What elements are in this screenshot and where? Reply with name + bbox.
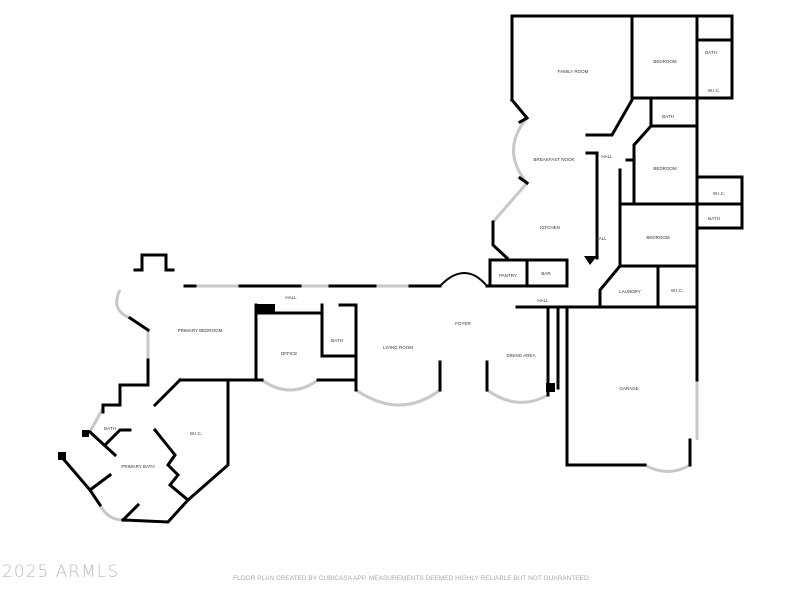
label-bedroom: BEDROOM: [646, 235, 670, 240]
label-dining-area: DINING AREA: [506, 353, 535, 358]
label-kitchen: KITCHEN: [540, 225, 560, 230]
wall-fireplace: [133, 253, 175, 272]
label-wic: W.I.C.: [190, 431, 202, 436]
label-family-room: FAMILY ROOM: [558, 69, 589, 74]
column: [58, 452, 66, 460]
stair-arrow-icon: [584, 256, 597, 265]
wall-bedroom-2: [618, 96, 744, 230]
label-primary-bedroom: PRIMARY BEDROOM: [178, 328, 223, 333]
wall-wic: [152, 377, 230, 502]
label-hall: HALL: [537, 298, 549, 303]
label-bedroom: BEDROOM: [653, 59, 677, 64]
label-breakfast-nook: BREAKFAST NOOK: [534, 157, 575, 162]
label-bar: BAR: [541, 271, 551, 276]
label-bath: BATH: [708, 216, 720, 221]
wall-primary-bedroom: [101, 315, 258, 414]
wall-primary-bath: [57, 428, 191, 524]
label-bath: BATH: [104, 426, 116, 431]
label-hall: HALL: [595, 236, 607, 241]
label-laundry: LAUNDRY: [619, 289, 640, 294]
label-living-room: LIVING ROOM: [383, 345, 413, 350]
label-bath: BATH: [705, 50, 717, 55]
wall-bedroom-3: [598, 202, 699, 309]
wall-garage: [556, 305, 699, 467]
column: [82, 430, 89, 437]
walls: [57, 14, 744, 524]
column: [546, 383, 555, 392]
label-hall: HALL: [601, 154, 613, 159]
label-office: OFFICE: [281, 351, 298, 356]
label-foyer: FOYER: [455, 321, 471, 326]
wall-living: [354, 305, 550, 397]
watermark-logo: 2025 ARMLS: [2, 562, 120, 582]
label-wic: W.I.C.: [713, 191, 725, 196]
label-pantry: PANTRY: [499, 273, 517, 278]
wall-hall-south: [485, 284, 699, 309]
label-bath: BATH: [662, 114, 674, 119]
disclaimer-text: FLOOR PLAN CREATED BY CUBICASA APP. MEAS…: [233, 575, 591, 582]
label-bath: BATH: [331, 338, 343, 343]
column: [256, 304, 275, 314]
wall-north-wing: [510, 14, 734, 309]
wall-hall: [585, 151, 599, 260]
label-wic: W.I.C.: [708, 88, 720, 93]
label-garage: GARAGE: [619, 386, 638, 391]
label-bedroom: BEDROOM: [653, 166, 677, 171]
windows: [88, 40, 744, 522]
foyer-bay: [439, 272, 488, 287]
wall-family-west: [491, 97, 530, 261]
label-hall: HALL: [285, 295, 297, 300]
label-wic: W.I.C.: [671, 288, 683, 293]
label-primary-bath: PRIMARY BATH: [121, 464, 154, 469]
room-labels: FAMILY ROOM BEDROOM BATH W.I.C. BATH HAL…: [104, 50, 725, 469]
wall-pantry-bar: [488, 258, 569, 288]
